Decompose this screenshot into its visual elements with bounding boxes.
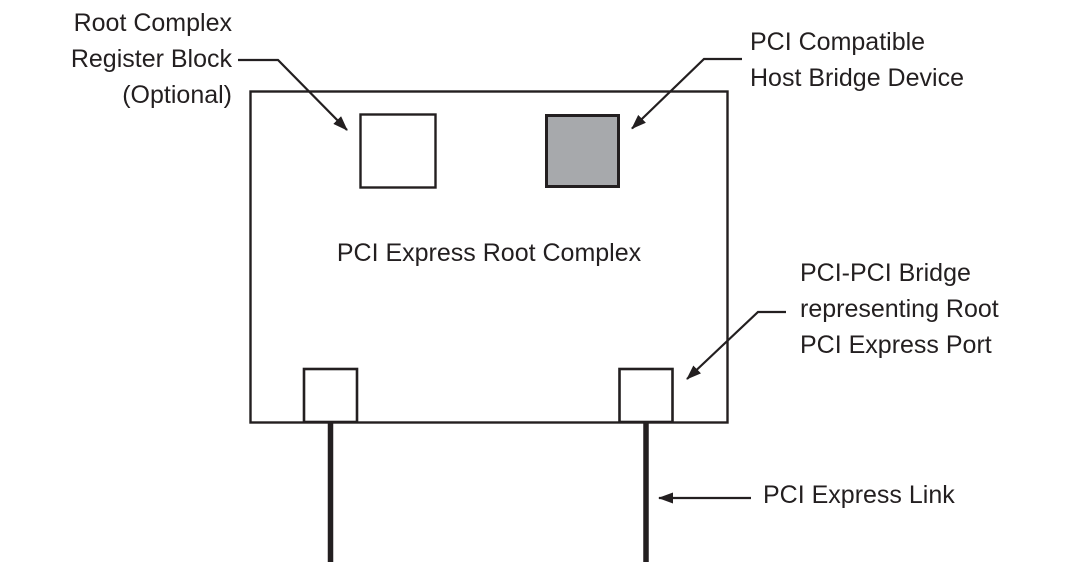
- register-block-arrow: [238, 58, 348, 131]
- register-block-label-line1: Root Complex: [73, 9, 232, 37]
- host-bridge-label-line2: Host Bridge Device: [750, 64, 964, 92]
- host-bridge-box: [545, 114, 620, 188]
- root-complex-title: PCI Express Root Complex: [336, 239, 642, 267]
- root-port-box-right: [618, 367, 674, 424]
- root-port-label-line3: PCI Express Port: [800, 331, 992, 359]
- register-block-label: Root Complex Register Block (Optional): [71, 5, 232, 113]
- root-port-label-line2: representing Root: [800, 295, 999, 323]
- register-block-box: [359, 113, 437, 189]
- root-port-label-line1: PCI-PCI Bridge: [800, 259, 971, 287]
- pcie-link-label-line1: PCI Express Link: [763, 481, 955, 509]
- register-block-label-line2: Register Block: [70, 45, 232, 73]
- register-block-label-line3: (Optional): [122, 81, 232, 109]
- root-port-label: PCI-PCI Bridge representing Root PCI Exp…: [800, 255, 999, 363]
- root-port-arrow: [686, 310, 786, 380]
- pcie-link-label: PCI Express Link: [763, 477, 955, 513]
- host-bridge-label-line1: PCI Compatible: [750, 28, 926, 56]
- root-port-box-left: [302, 367, 359, 424]
- host-bridge-arrow: [631, 57, 742, 130]
- host-bridge-label: PCI Compatible Host Bridge Device: [750, 24, 964, 96]
- root-complex-box: [249, 90, 729, 424]
